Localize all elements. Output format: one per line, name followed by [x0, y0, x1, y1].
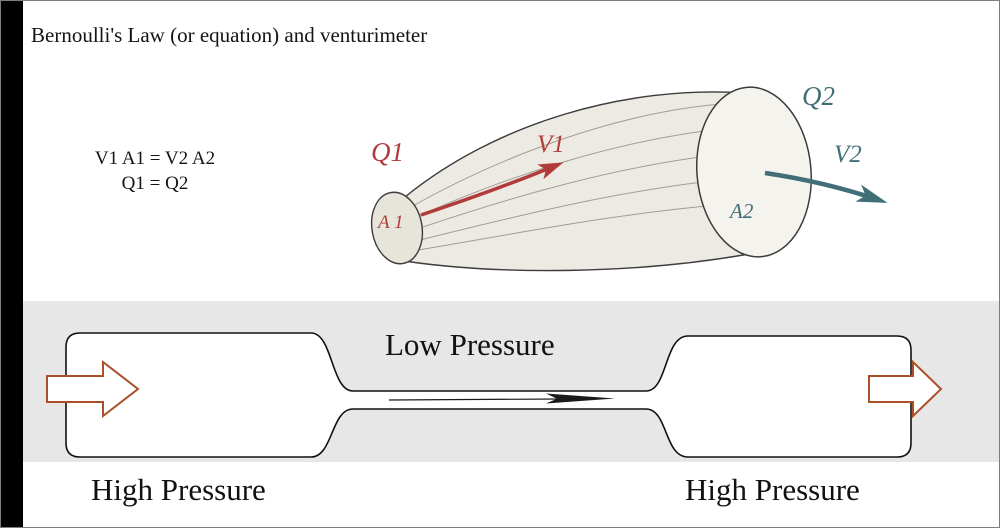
q1-label: Q1 [371, 137, 404, 167]
venturi-tube [65, 332, 912, 458]
inlet-flow-arrow [46, 359, 140, 419]
equations-block: V1 A1 = V2 A2 Q1 = Q2 [79, 146, 231, 196]
outlet-velocity-arrow [764, 170, 888, 203]
v1-label: V1 [537, 131, 565, 158]
channel-flow-arrow-head [546, 393, 615, 404]
high-pressure-left-label: High Pressure [91, 472, 266, 507]
horn-body [390, 91, 750, 272]
low-pressure-label: Low Pressure [385, 327, 555, 362]
watermark-text: Adobe Stock #205316944 [0, 186, 5, 521]
q2-label: Q2 [802, 81, 835, 111]
watermark-id: #205316944 [0, 186, 5, 272]
horn-outlet-mouth [695, 86, 813, 258]
high-pressure-right-label: High Pressure [685, 472, 860, 507]
v2-label: V2 [834, 141, 862, 168]
inlet-velocity-arrow [420, 162, 564, 217]
outlet-flow-arrow [868, 359, 943, 419]
horn-streamlines [405, 103, 744, 253]
horn-inlet-mouth [370, 191, 424, 265]
a1-label: A 1 [378, 212, 404, 233]
continuity-equation: V1 A1 = V2 A2 [94, 148, 216, 169]
page-title: Bernoulli's Law (or equation) and ventur… [31, 23, 428, 47]
a2-label: A2 [730, 199, 754, 223]
watermark-strip: Adobe Stock #205316944 [0, 1, 23, 527]
watermark-brand: Adobe Stock [0, 439, 5, 521]
discharge-equation: Q1 = Q2 [121, 173, 189, 195]
channel-flow-arrow-shaft [388, 398, 558, 401]
